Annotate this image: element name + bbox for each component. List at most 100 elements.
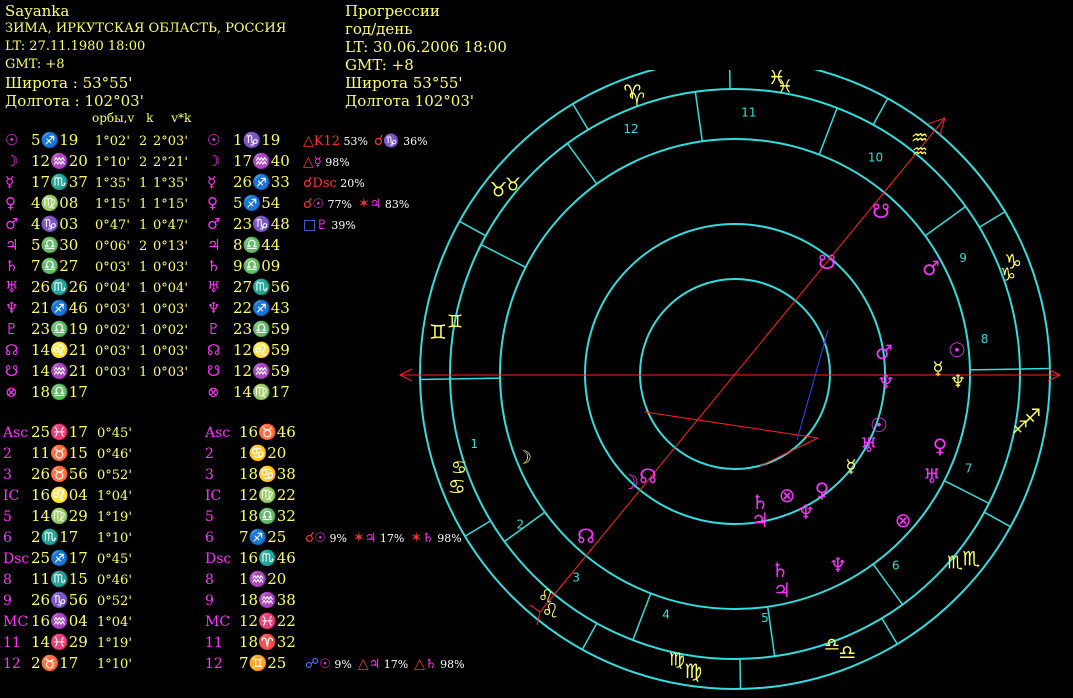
house-label: 2	[3, 446, 12, 462]
planet-vk: 1°15'	[153, 197, 188, 212]
planet-glyph: ♄	[207, 257, 221, 275]
house-cusp	[503, 511, 546, 543]
sign-divider	[459, 220, 487, 237]
left-header: Sayanka ЗИМА, ИРКУТСКАЯ ОБЛАСТЬ, РОССИЯ …	[5, 2, 286, 110]
planet-orb: 1°15'	[95, 197, 130, 212]
house-position: 18♈32	[239, 633, 296, 651]
planet-position: 21♐46	[31, 299, 88, 317]
aspect-glyph: ☌	[305, 530, 315, 546]
planet-orb: 0°47'	[95, 218, 130, 233]
wheel-ring	[639, 278, 831, 470]
aspect-target: ♄	[424, 657, 437, 672]
planet-glyph: ☋	[207, 362, 221, 380]
prog-planet-row: ♄9♎09	[207, 256, 297, 277]
aspect: △K12 53%	[303, 133, 368, 149]
aspect: △♄ 98%	[414, 656, 464, 672]
aspect-line	[644, 411, 819, 439]
house-position: 12♓22	[239, 612, 296, 630]
prog-planet-row: ⊗14♍17	[207, 382, 297, 403]
progression-title: Прогрессии	[345, 2, 440, 20]
planet-glyph: ⊗	[895, 508, 912, 532]
planet-orb: 1°10'	[95, 155, 130, 170]
house-label: 6	[205, 530, 214, 546]
planet-glyph: ♀	[815, 478, 830, 502]
sign-divider	[983, 511, 1011, 528]
house-label: 12	[205, 656, 223, 672]
planet-position: 26♐33	[233, 173, 290, 191]
house-orb: 0°45'	[97, 426, 132, 441]
prog-planet-row: ♀5♐54☌☉ 77%✶♃ 83%	[207, 193, 409, 214]
aspect-target: ♃	[368, 657, 381, 672]
house-orb: 1°04'	[97, 615, 132, 630]
aspect-percent: 83%	[381, 198, 410, 211]
sign-divider	[420, 378, 451, 381]
house-number: 7	[965, 461, 973, 475]
house-number: 2	[517, 517, 525, 531]
house-position: 7♐25	[239, 528, 287, 546]
house-number: 10	[868, 151, 883, 165]
wheel-marker-glyph: ♉	[505, 175, 521, 196]
house-position: 16♒04	[31, 612, 88, 630]
planet-vk: 2°03'	[153, 134, 188, 149]
aspect-glyph: ✶	[353, 530, 365, 546]
house-orb: 0°52'	[97, 594, 132, 609]
house-label: 3	[205, 467, 214, 483]
house-cusp	[566, 142, 598, 185]
mc-arrow	[927, 117, 946, 136]
wheel-marker-glyph: ♆	[950, 372, 966, 393]
planet-vk: 0°47'	[153, 218, 188, 233]
house-orb: 0°52'	[97, 468, 132, 483]
aspect-glyph: △	[414, 656, 425, 672]
planet-position: 17♒40	[233, 152, 290, 170]
house-position: 2♏17	[31, 528, 79, 546]
house-position: 18♒38	[239, 591, 296, 609]
house-number: 3	[572, 570, 580, 584]
planet-k: 1	[139, 218, 148, 233]
progression-gmt: GMT: +8	[345, 56, 414, 74]
prog-planet-row: ☉1♑19△K12 53%☌♑ 36%	[207, 130, 428, 151]
planet-glyph: ♂	[207, 215, 221, 233]
progression-time: LT: 30.06.2006 18:00	[345, 38, 507, 56]
house-cusp	[480, 243, 526, 268]
planet-position: 5♎30	[31, 236, 79, 254]
aspect-glyph: ☌	[374, 133, 384, 149]
house-number: 1	[470, 437, 478, 451]
column-headers: орбы,v k v*k	[92, 111, 191, 125]
sign-divider	[581, 622, 598, 650]
planet-glyph: ♆	[829, 553, 847, 577]
prog-planet-row: ♅27♏56	[207, 277, 297, 298]
planet-k: 1	[139, 260, 148, 275]
aspect-target: K12	[313, 134, 341, 149]
aspect-glyph: ☌	[303, 175, 313, 191]
aspect-glyph: ☍	[305, 656, 320, 672]
planet-position: 14♌21	[31, 341, 88, 359]
house-cusp	[872, 563, 904, 606]
vk-header: v*k	[171, 111, 192, 125]
aspect-target: Dsc	[312, 176, 337, 191]
house-number: 12	[623, 122, 638, 136]
aspect: ✶♄ 98%	[410, 530, 461, 546]
sign-divider	[572, 103, 589, 131]
planet-vk: 0°03'	[153, 365, 188, 380]
house-orb: 0°46'	[97, 447, 132, 462]
aspect-glyph: ✶	[358, 196, 370, 212]
planet-position: 23♑48	[233, 215, 290, 233]
prog-planet-row: ☽17♒40△☿ 98%	[207, 151, 350, 172]
house-orb: 1°19'	[97, 510, 132, 525]
aspect: ✶♃ 17%	[353, 530, 404, 546]
house-label: 9	[3, 593, 12, 609]
aspect-percent: 39%	[327, 219, 356, 232]
